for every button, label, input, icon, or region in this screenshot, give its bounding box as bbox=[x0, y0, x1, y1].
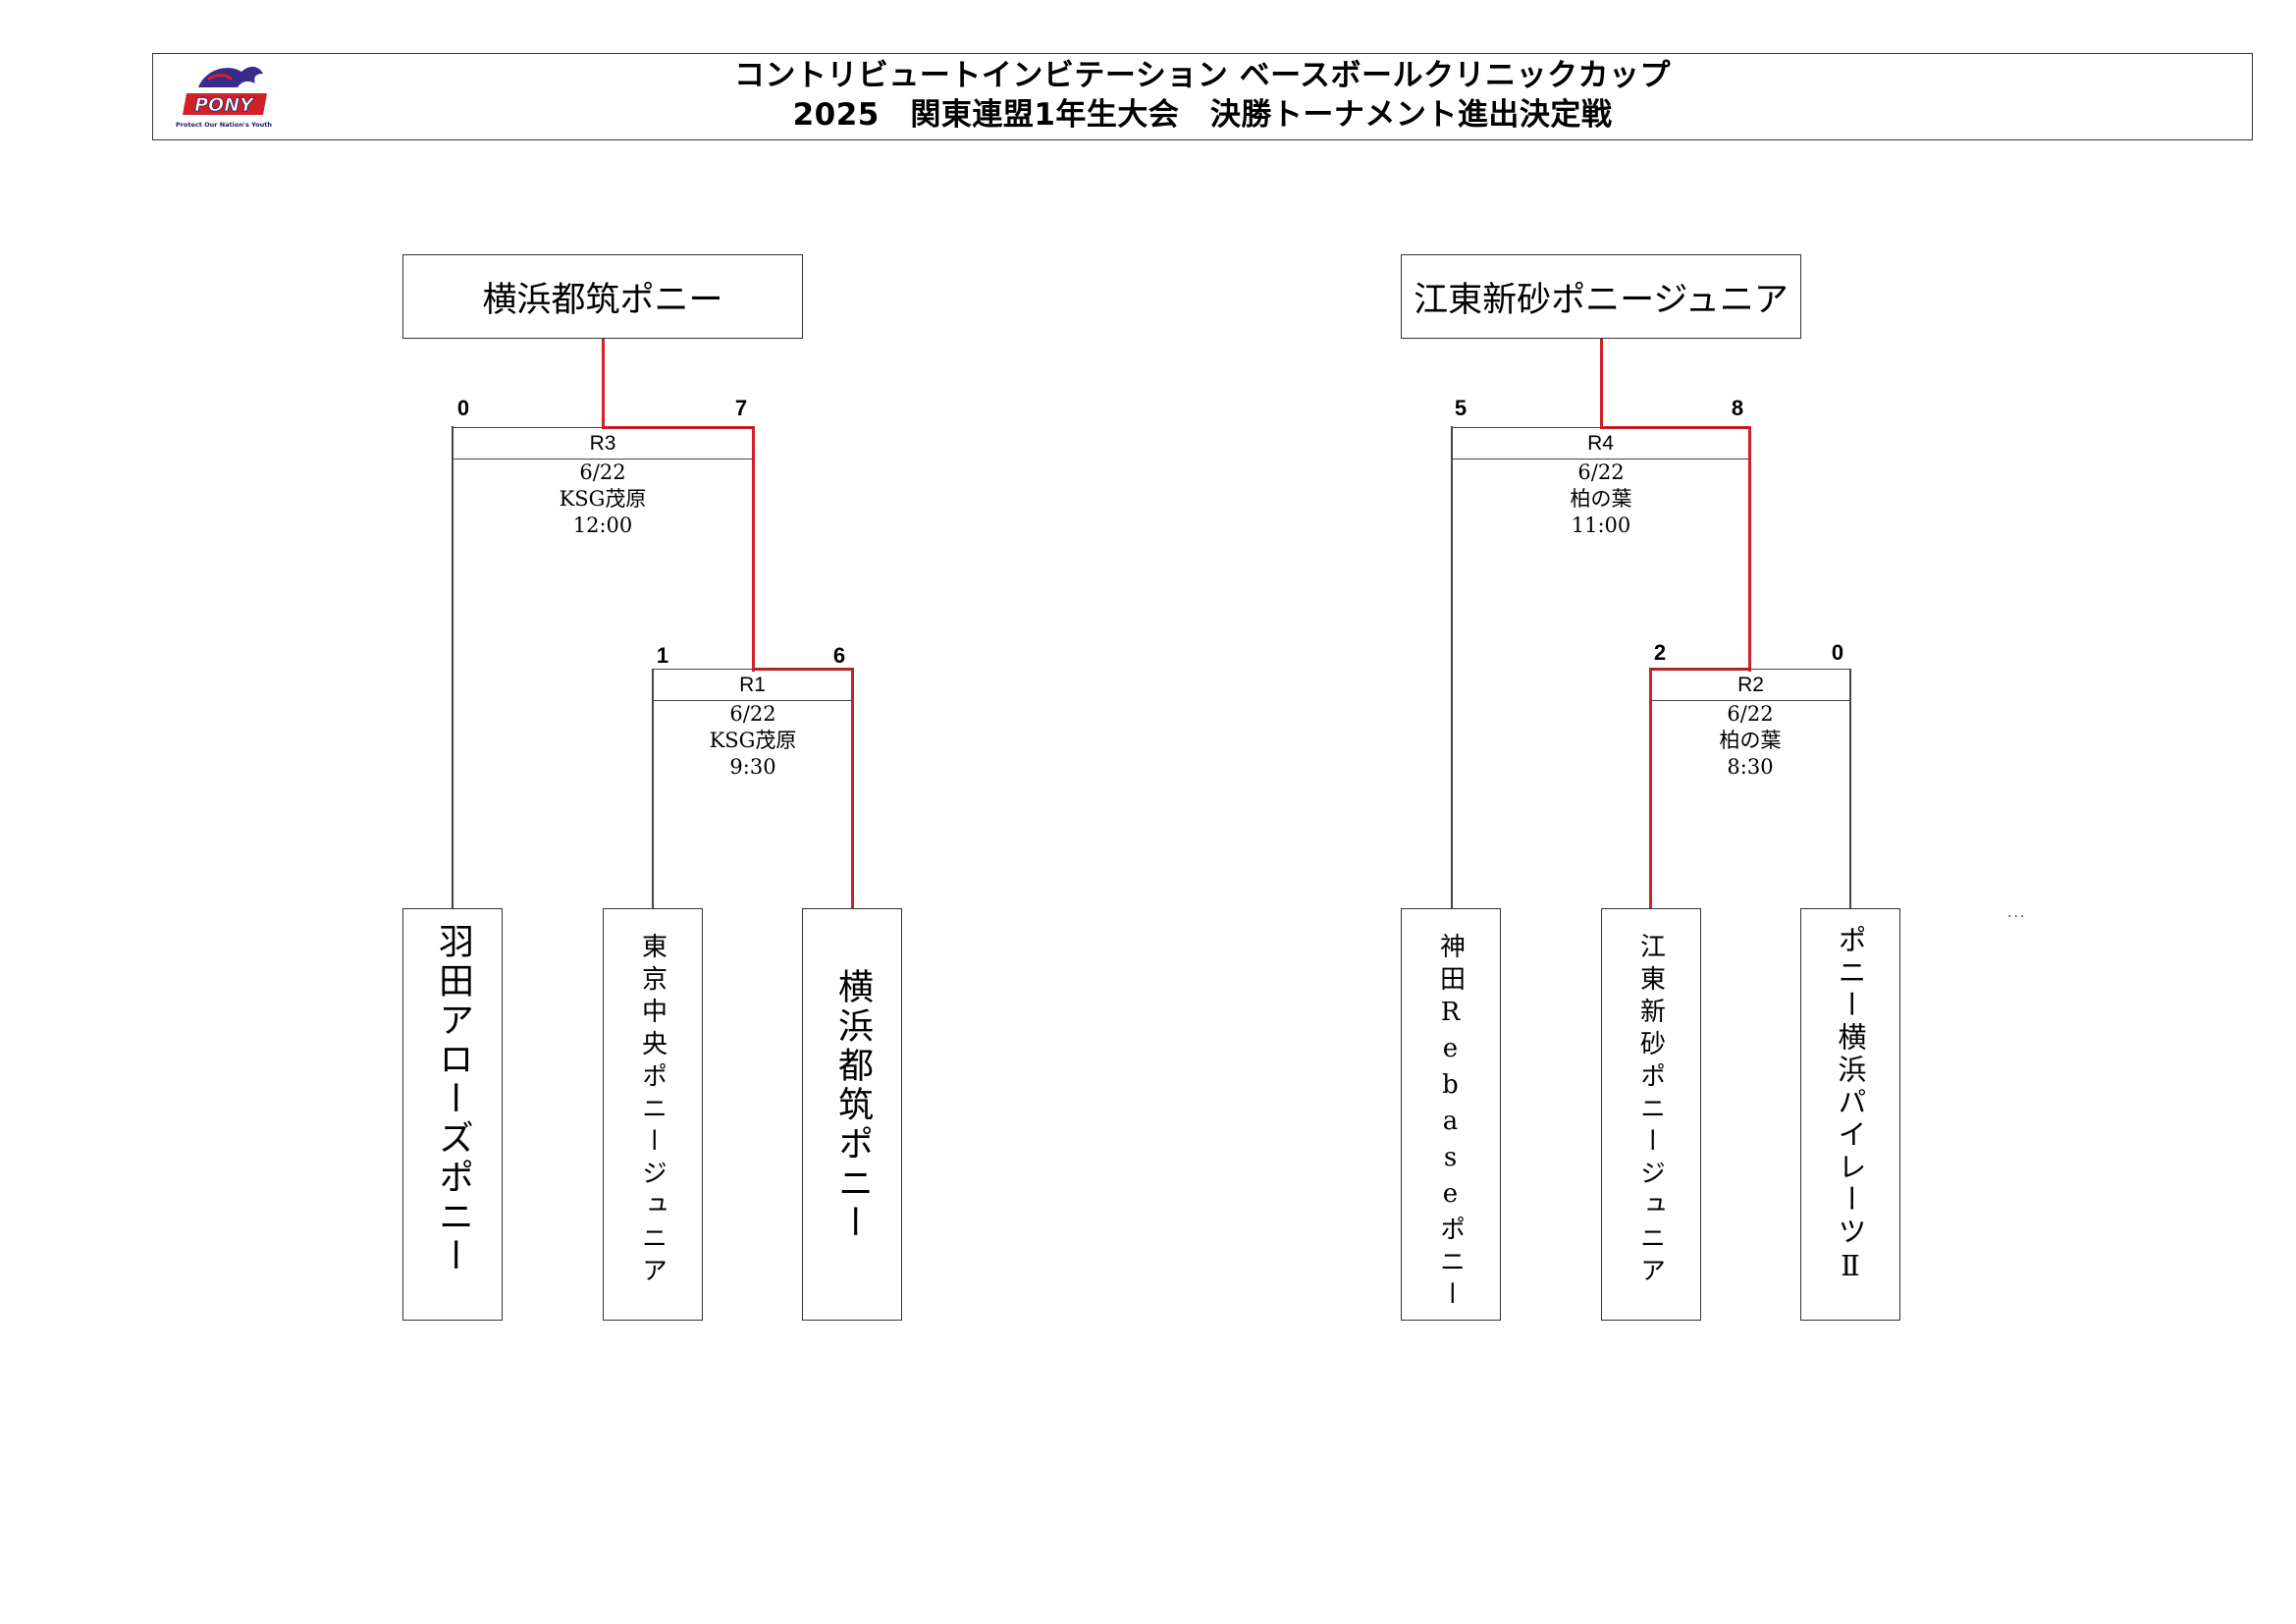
match-venue-r1: KSG茂原 bbox=[709, 729, 797, 752]
final-winner-side-b bbox=[1748, 426, 1751, 672]
team-box-b1: 神田Rebaseポニー bbox=[1401, 908, 1501, 1321]
team-name-a1: 羽田アローズポニー bbox=[433, 923, 473, 1276]
team-name-b1: 神田Rebaseポニー bbox=[1435, 933, 1466, 1313]
match-label-r4: R4 bbox=[1451, 428, 1750, 460]
final-loser-side-a bbox=[452, 426, 454, 908]
match-date-r3: 6/22 bbox=[579, 460, 626, 484]
team-name-b3: ポニー横浜パイレーツⅡ bbox=[1834, 925, 1867, 1286]
match-info-r3: 6/22 KSG茂原 12:00 bbox=[455, 460, 750, 539]
title-line-1: コントリビュートインビテーション ベースボールクリニックカップ bbox=[733, 58, 1672, 93]
logo-wordmark: PONY bbox=[194, 94, 255, 116]
team-box-a2: 東京中央ポニージュニア bbox=[603, 908, 703, 1321]
footer-mark: ... bbox=[2007, 905, 2027, 921]
team-name-a2: 東京中央ポニージュニア bbox=[637, 933, 667, 1289]
winner-line-b bbox=[1600, 339, 1603, 427]
match-date-r2: 6/22 bbox=[1727, 702, 1774, 726]
header-box: PONY Protect Our Nation's Youth コントリビュート… bbox=[152, 53, 2253, 140]
match-label-r1: R1 bbox=[652, 670, 853, 701]
team-name-a3: 横浜都筑ポニー bbox=[832, 968, 873, 1243]
winner-box-b: 江東新砂ポニージュニア bbox=[1401, 254, 1801, 339]
match-venue-r2: 柏の葉 bbox=[1719, 729, 1782, 752]
match-box-r3: R3 bbox=[452, 427, 754, 460]
final-loser-side-b bbox=[1451, 426, 1453, 908]
score-r2-right: 0 bbox=[1831, 640, 1844, 665]
pony-logo: PONY Protect Our Nation's Youth bbox=[176, 66, 272, 129]
title-line-2: 2025 関東連盟1年生大会 決勝トーナメント進出決定戦 bbox=[792, 97, 1613, 133]
match-venue-r4: 柏の葉 bbox=[1570, 487, 1632, 511]
match-box-r2: R2 bbox=[1650, 669, 1851, 701]
team-box-b2: 江東新砂ポニージュニア bbox=[1601, 908, 1701, 1321]
score-r4-left: 5 bbox=[1454, 396, 1468, 420]
match-label-r3: R3 bbox=[452, 428, 754, 460]
match-date-r1: 6/22 bbox=[729, 702, 776, 726]
score-r1-left: 1 bbox=[656, 643, 669, 668]
team-box-a1: 羽田アローズポニー bbox=[402, 908, 503, 1321]
score-r3-left: 0 bbox=[456, 396, 470, 420]
score-r2-left: 2 bbox=[1653, 640, 1667, 665]
match-venue-r3: KSG茂原 bbox=[559, 487, 647, 511]
match-info-r2: 6/22 柏の葉 8:30 bbox=[1603, 701, 1897, 781]
team-box-b3: ポニー横浜パイレーツⅡ bbox=[1800, 908, 1900, 1321]
first-winner-side-a bbox=[851, 668, 854, 908]
first-loser-side-b bbox=[1849, 669, 1851, 908]
match-time-r4: 11:00 bbox=[1571, 514, 1631, 537]
score-r3-right: 7 bbox=[734, 396, 748, 420]
first-winner-side-b bbox=[1649, 668, 1652, 908]
match-box-r4: R4 bbox=[1451, 427, 1750, 460]
logo-tagline: Protect Our Nation's Youth bbox=[176, 121, 272, 129]
match-box-r1: R1 bbox=[652, 669, 853, 701]
score-r4-right: 8 bbox=[1731, 396, 1744, 420]
final-winner-side-a bbox=[752, 426, 755, 672]
match-info-r1: 6/22 KSG茂原 9:30 bbox=[606, 701, 900, 781]
match-info-r4: 6/22 柏の葉 11:00 bbox=[1454, 460, 1748, 539]
winner-line-a bbox=[602, 339, 605, 427]
team-box-a3: 横浜都筑ポニー bbox=[802, 908, 902, 1321]
match-date-r4: 6/22 bbox=[1577, 460, 1625, 484]
team-name-b2: 江東新砂ポニージュニア bbox=[1635, 933, 1666, 1289]
match-time-r1: 9:30 bbox=[729, 755, 776, 779]
winner-box-a: 横浜都筑ポニー bbox=[402, 254, 803, 339]
match-label-r2: R2 bbox=[1650, 670, 1851, 701]
match-time-r2: 8:30 bbox=[1727, 755, 1774, 779]
first-loser-side-a bbox=[652, 669, 654, 908]
match-time-r3: 12:00 bbox=[572, 514, 633, 537]
score-r1-right: 6 bbox=[832, 643, 846, 668]
